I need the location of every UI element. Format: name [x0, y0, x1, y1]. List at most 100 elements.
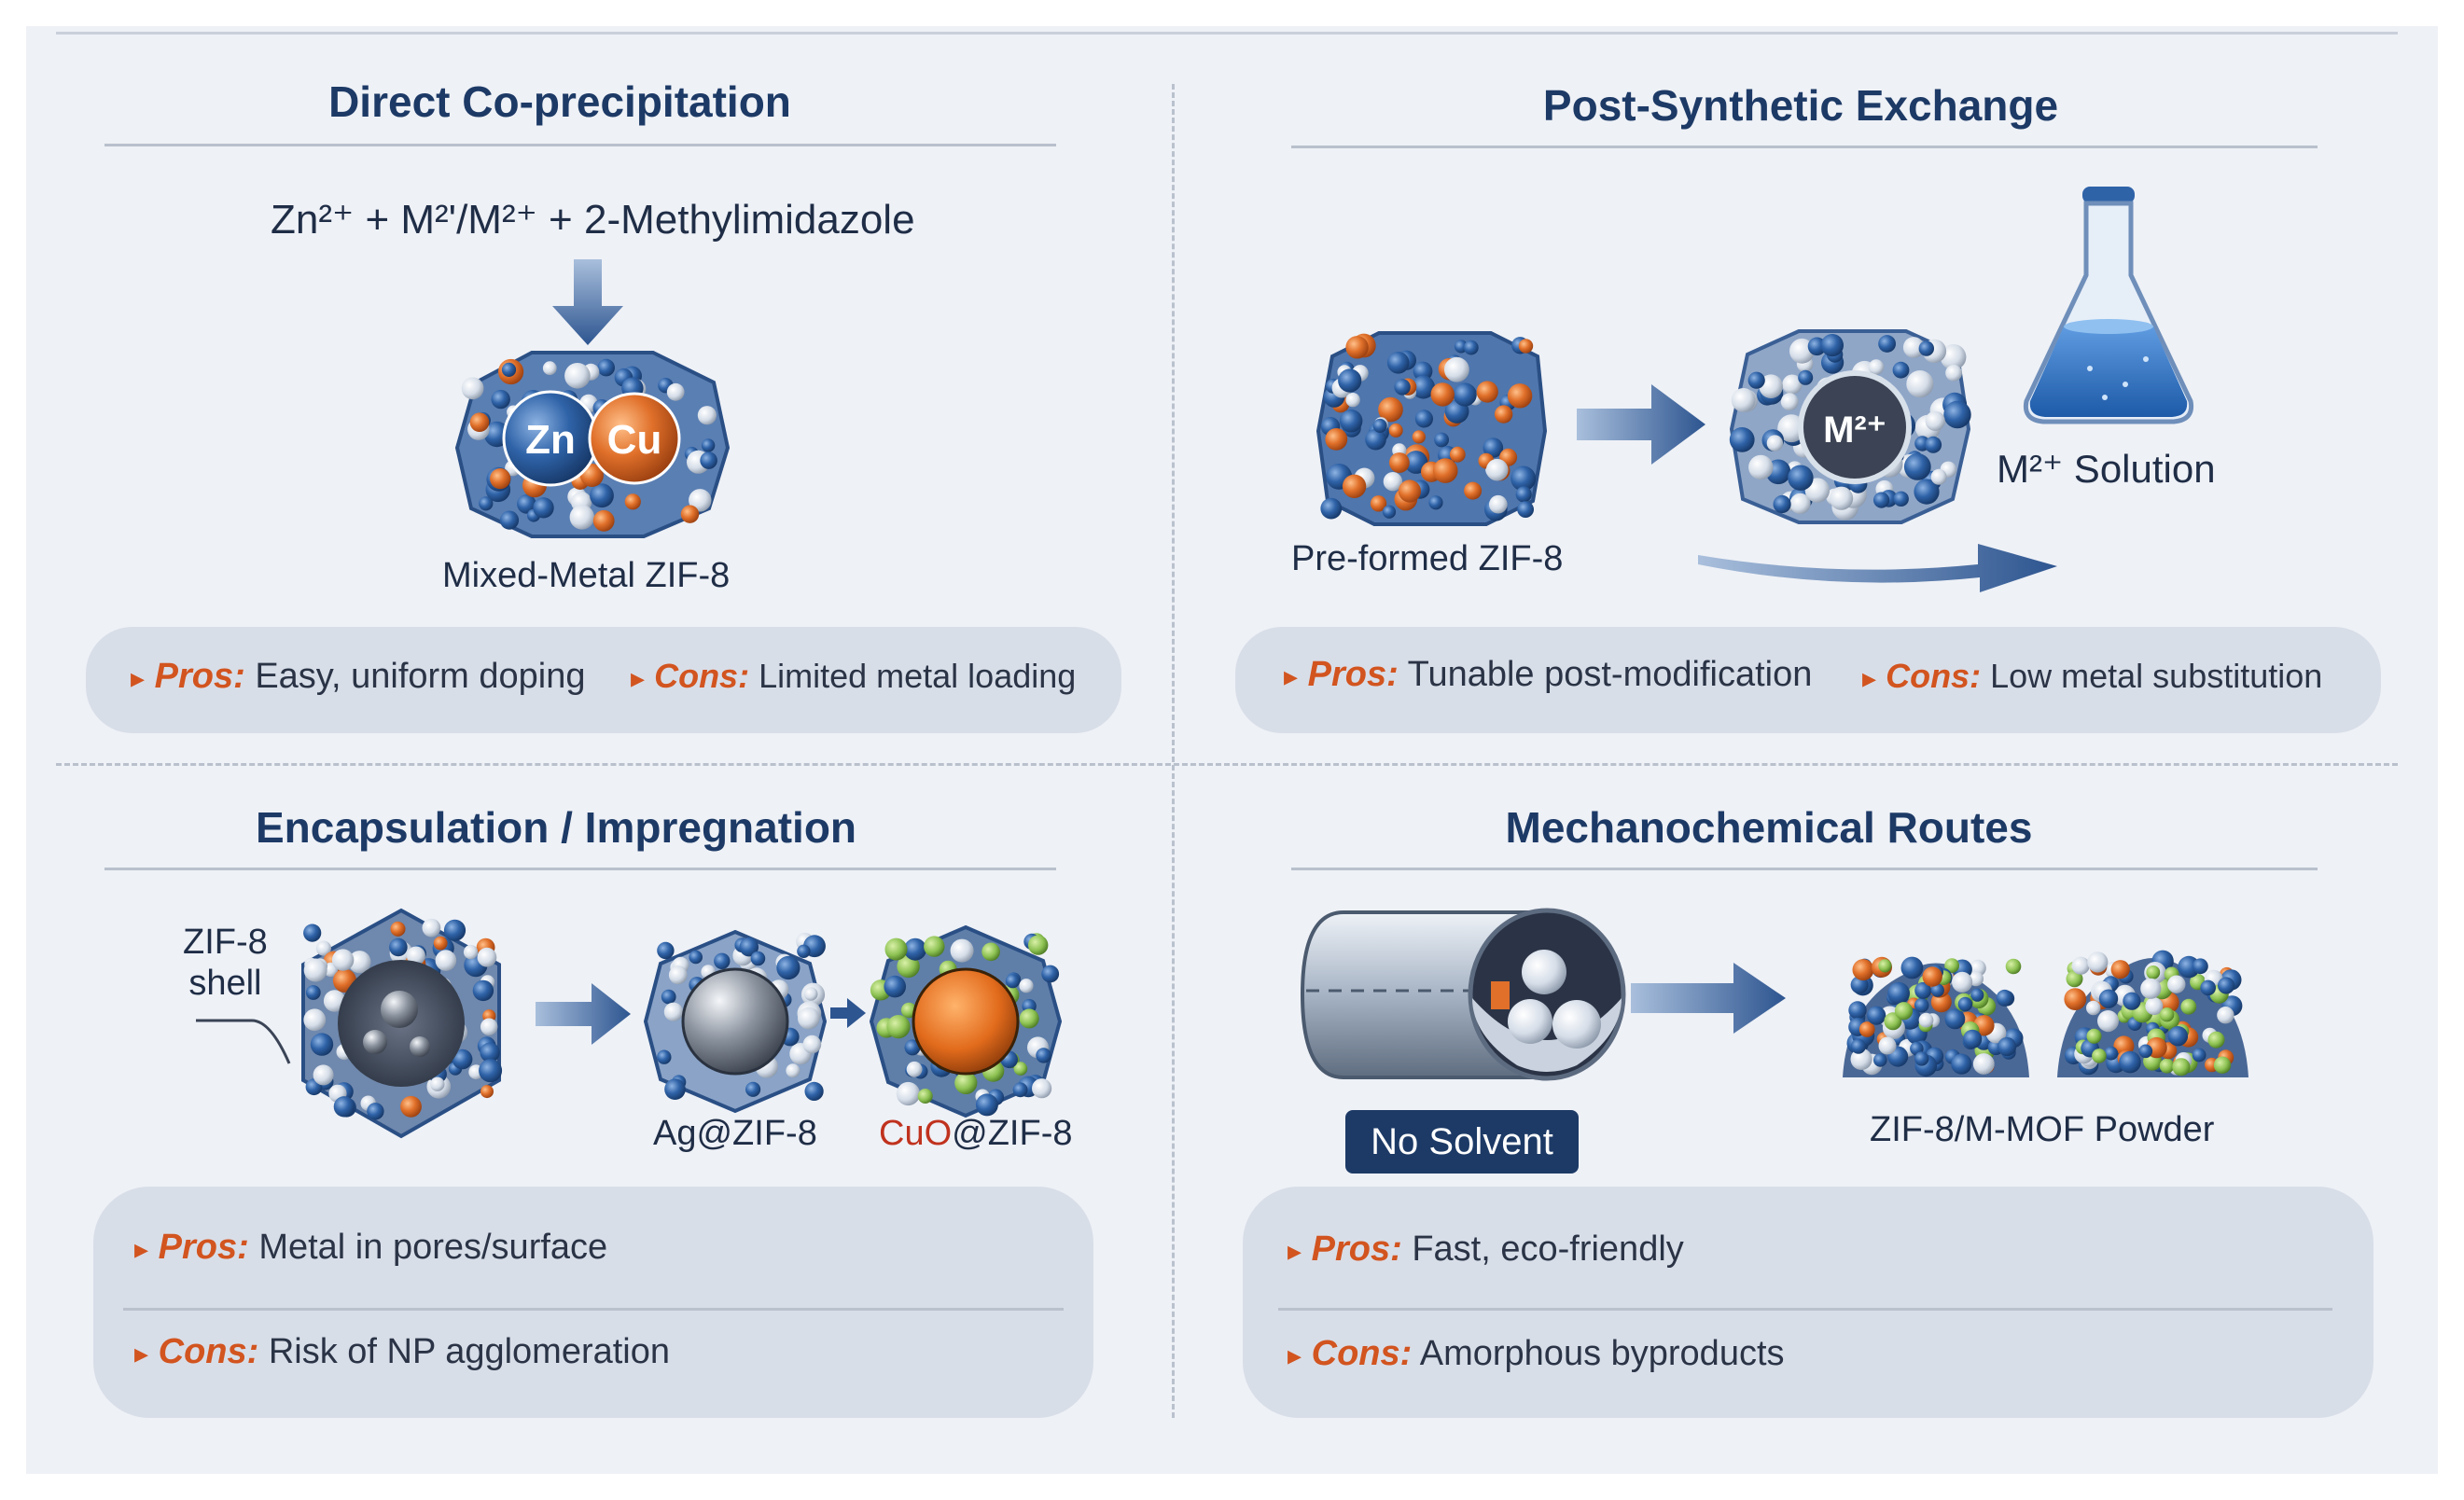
bullet-icon: ▸	[131, 663, 146, 694]
framework-atom	[1903, 453, 1931, 480]
curved-arrow-icon	[1698, 544, 2057, 592]
framework-atom	[1780, 393, 1799, 411]
framework-atom	[2119, 1050, 2141, 1074]
framework-atom	[2098, 989, 2119, 1008]
framework-atom	[1012, 1082, 1028, 1098]
framework-atom	[303, 1008, 327, 1032]
framework-atom	[422, 918, 441, 938]
vertical-divider	[1172, 84, 1175, 1418]
framework-atom	[668, 965, 688, 985]
framework-atom	[499, 510, 520, 530]
framework-atom	[1041, 965, 1060, 983]
framework-atom	[1868, 359, 1885, 375]
framework-atom	[472, 979, 494, 1002]
framework-atom	[1389, 452, 1410, 473]
framework-atom	[491, 389, 510, 410]
framework-atom	[1850, 1048, 1872, 1070]
framework-atom	[2086, 1000, 2101, 1016]
framework-atom	[517, 494, 536, 514]
framework-atom	[1320, 497, 1343, 520]
powder-pile-1	[1843, 956, 2029, 1077]
pros-text: Tunable post-modification	[1407, 655, 1813, 694]
framework-atom	[1489, 494, 1508, 514]
framework-atom	[313, 1064, 334, 1086]
framework-atom	[590, 483, 614, 508]
framework-atom	[904, 1039, 921, 1056]
framework-atom	[477, 947, 497, 967]
framework-atom	[2193, 958, 2208, 975]
cons-key: Cons:	[1886, 657, 1982, 695]
small-arrow-icon	[830, 998, 866, 1028]
framework-atom	[1449, 446, 1466, 463]
framework-atom	[689, 489, 712, 512]
bullet-icon: ▸	[1288, 1236, 1302, 1267]
framework-atom	[689, 950, 703, 965]
pros-item-exchange: ▸ Pros: Tunable post-modification	[1284, 655, 1812, 695]
framework-atom	[1412, 375, 1435, 399]
framework-atom	[2064, 988, 2087, 1010]
framework-atom	[1463, 340, 1479, 355]
framework-atom	[1789, 493, 1811, 514]
framework-atom	[1867, 1006, 1886, 1025]
framework-atom	[664, 1078, 686, 1100]
pros-cons-pill-coprecipitation	[86, 627, 1121, 733]
framework-atom	[750, 951, 766, 966]
framework-atom	[333, 1096, 355, 1118]
cons-item-exchange: ▸ Cons: Low metal substitution	[1862, 657, 2322, 696]
ag-zif8-label: Ag@ZIF-8	[653, 1114, 817, 1153]
pros-cons-pill-exchange	[1235, 627, 2381, 733]
framework-atom	[1914, 1051, 1929, 1066]
framework-atom	[443, 919, 466, 941]
framework-atom	[1005, 974, 1020, 989]
framework-atom	[680, 505, 700, 523]
preformed-zif8-label: Pre-formed ZIF-8	[1291, 539, 1564, 578]
framework-atom	[2192, 1048, 2206, 1062]
zn-label: Zn	[525, 417, 576, 463]
framework-atom	[1748, 454, 1774, 480]
framework-atom	[1342, 474, 1367, 498]
panel-title-coprecipitation: Direct Co-precipitation	[328, 77, 791, 126]
framework-atom	[1996, 989, 2013, 1007]
framework-atom	[1906, 370, 1934, 398]
framework-atom	[1925, 410, 1945, 431]
framework-atom	[1798, 369, 1814, 385]
framework-atom	[802, 1035, 822, 1054]
framework-atom	[367, 1103, 384, 1120]
framework-atom	[657, 1049, 672, 1064]
ag-zif8-particle	[643, 929, 828, 1114]
pros-text: Metal in pores/surface	[258, 1228, 608, 1267]
shell-label-line1: ZIF-8	[183, 923, 268, 962]
framework-atom	[2086, 1028, 2102, 1044]
framework-atom	[1944, 1008, 1966, 1030]
framework-atom	[1887, 981, 1910, 1005]
framework-atom	[1372, 418, 1387, 433]
framework-atom	[975, 1093, 998, 1117]
pill-separator	[123, 1308, 1064, 1311]
title-underline	[104, 868, 1056, 870]
bullet-icon: ▸	[134, 1234, 149, 1265]
m2-solution-label: M²⁺ Solution	[1997, 447, 2216, 491]
powder-label: ZIF-8/M-MOF Powder	[1870, 1110, 2215, 1149]
pros-text: Fast, eco-friendly	[1412, 1229, 1684, 1269]
framework-atom	[1430, 382, 1455, 407]
framework-atom	[469, 412, 490, 432]
pros-item-mechanochemical: ▸ Pros: Fast, eco-friendly	[1288, 1229, 1684, 1270]
framework-atom	[1388, 423, 1403, 438]
framework-atom	[1386, 352, 1410, 374]
framework-atom	[1788, 465, 1814, 491]
framework-atom	[2218, 977, 2235, 994]
ball-mill-drum	[1300, 908, 1626, 1081]
framework-atom	[1878, 1036, 1897, 1055]
framework-atom	[1878, 959, 1892, 973]
framework-atom	[1944, 958, 1959, 973]
framework-atom	[2159, 1007, 2175, 1022]
zif8-shell-label: ZIF-8 shell	[183, 922, 268, 1004]
framework-atom	[739, 938, 759, 957]
mixed-metal-zif8-crystal: Zn Cu	[454, 351, 731, 538]
framework-atom	[2066, 970, 2083, 988]
pros-key: Pros:	[158, 1228, 249, 1267]
framework-atom	[1345, 336, 1369, 359]
framework-atom	[1914, 981, 1932, 999]
framework-atom	[697, 406, 717, 425]
framework-atom	[2123, 992, 2141, 1010]
